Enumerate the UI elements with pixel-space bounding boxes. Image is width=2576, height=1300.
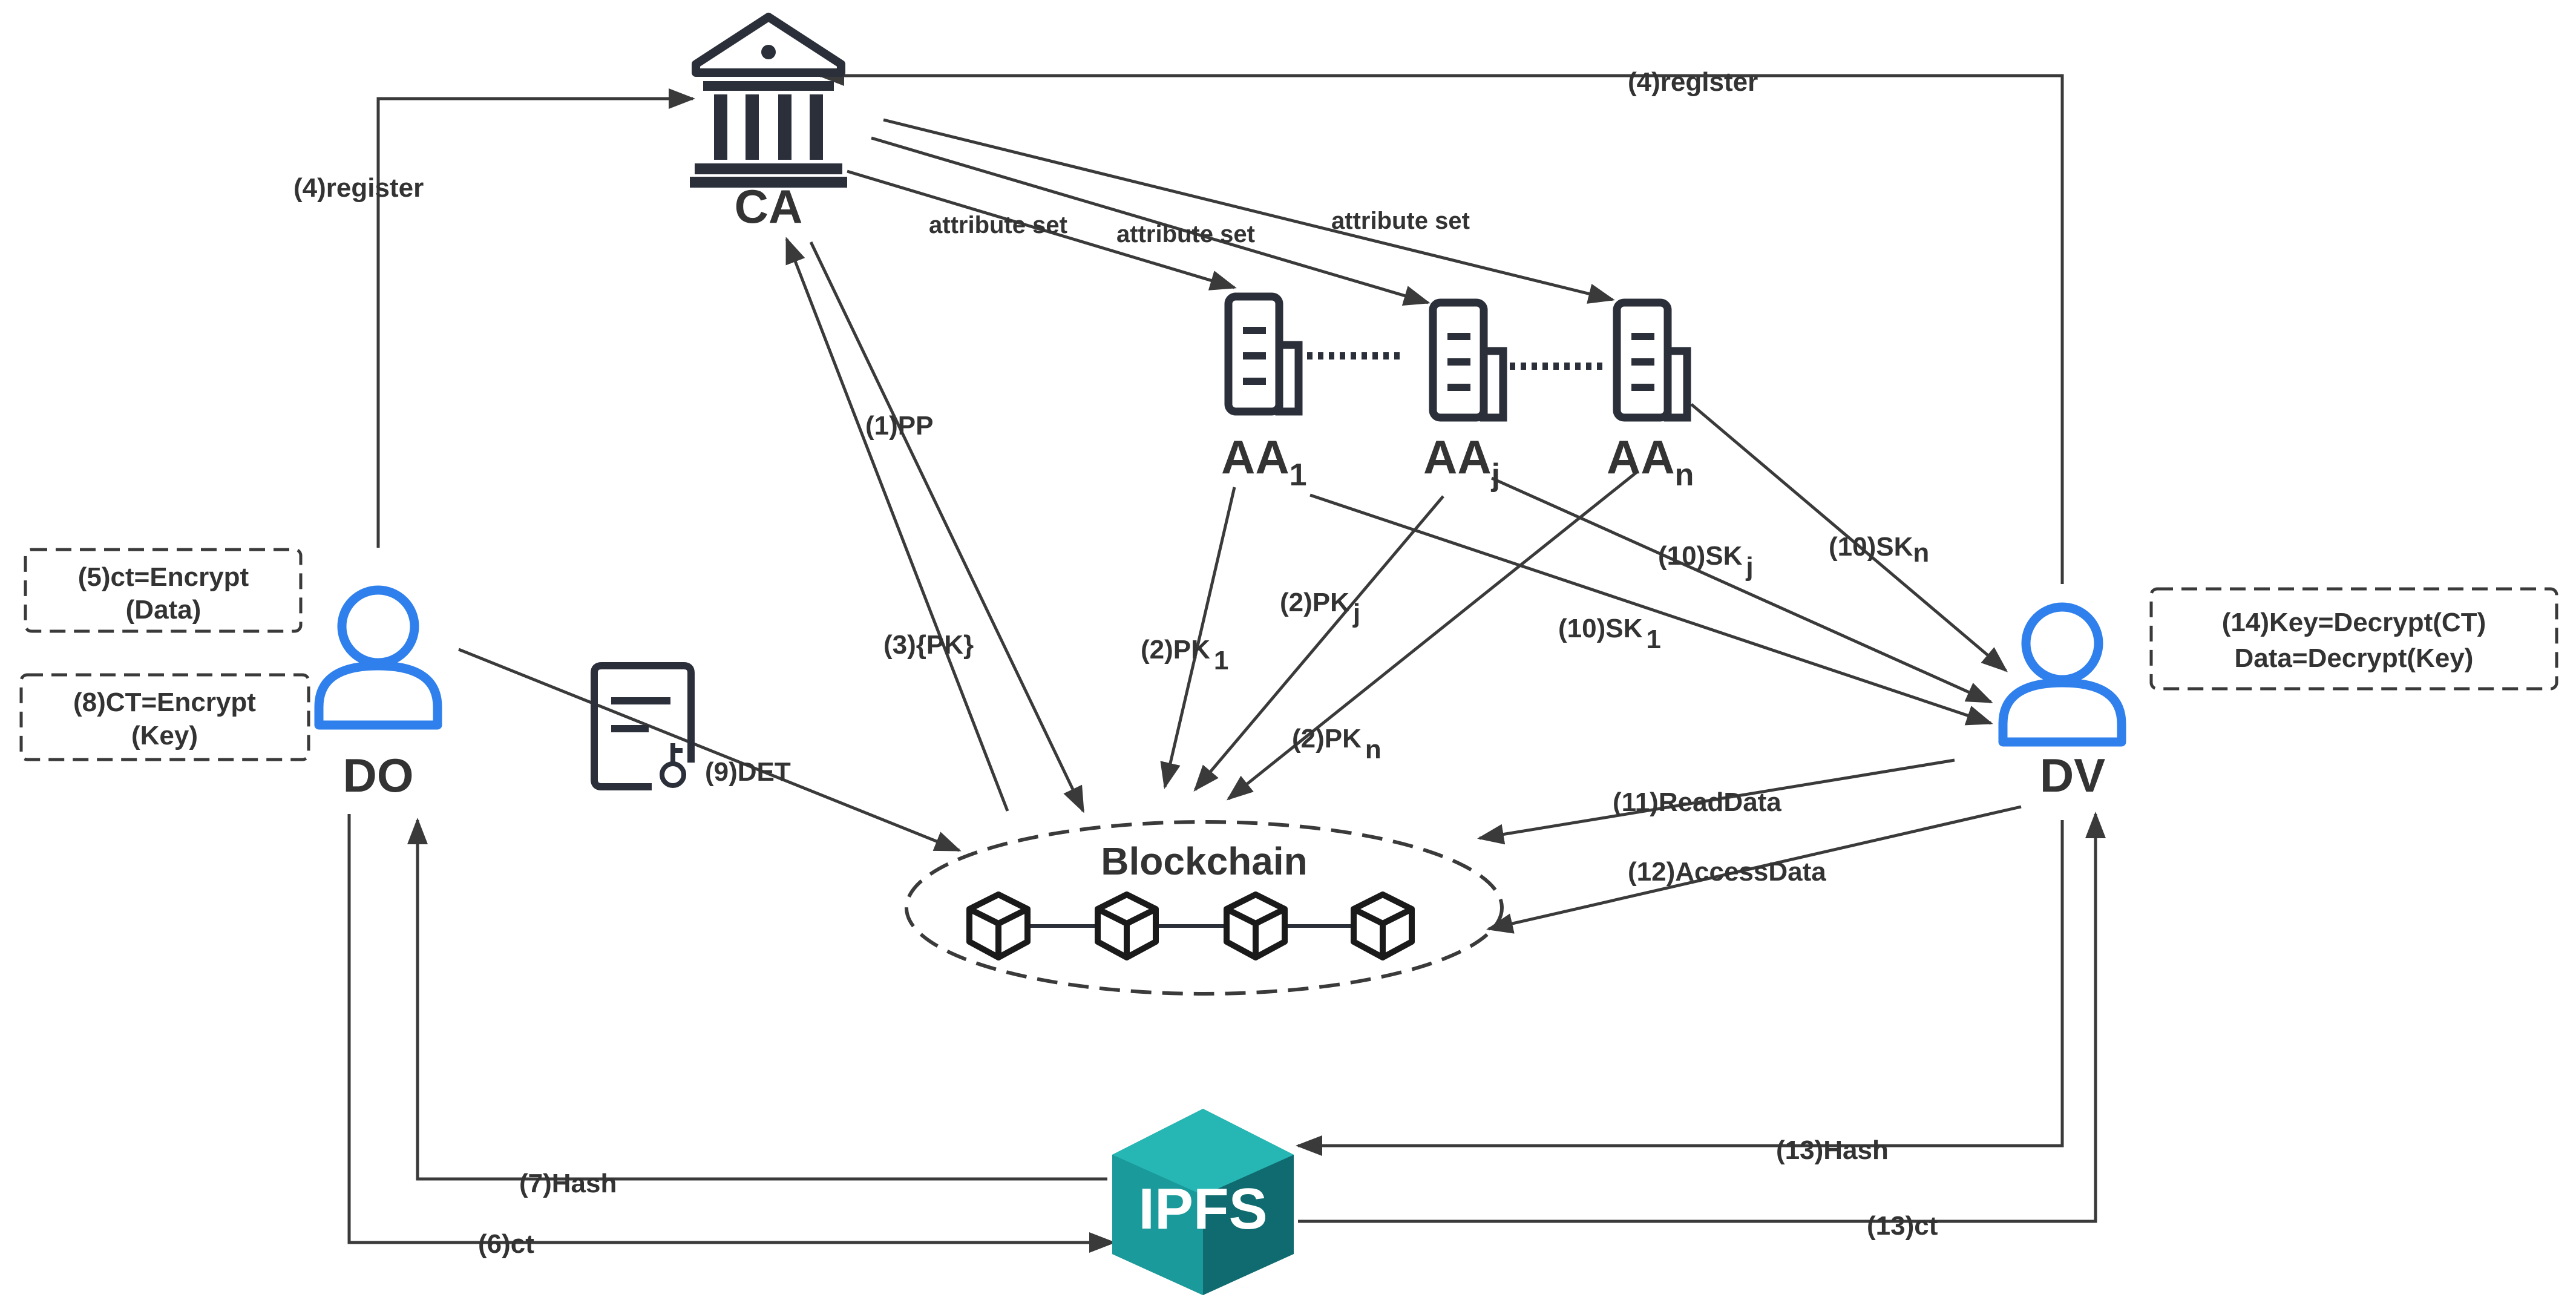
block-2-cube-icon: [1095, 891, 1159, 960]
blockchain-label: Blockchain: [1101, 839, 1307, 883]
label-ct-do: (6)ct: [478, 1229, 534, 1259]
encrypt-key-box: (8)CT=Encrypt (Key): [19, 673, 310, 761]
label-dv-register: (4)register: [1628, 67, 1758, 97]
user-icon: [1998, 602, 2126, 747]
edge-aaj-sk-dv: [1490, 476, 1993, 704]
aa-dotted-links: [1307, 352, 1602, 370]
block-1-cube-icon: [966, 891, 1031, 960]
edge-aaj-pk-blockchain: [1193, 495, 1444, 792]
aa-j-node: AAj: [1423, 298, 1507, 493]
edge-do-register-ca: [376, 88, 695, 548]
edge-ca-attr-aa1: [847, 169, 1237, 291]
encrypt-data-box: (5)ct=Encrypt (Data): [24, 548, 303, 633]
connectors: [347, 65, 2106, 1253]
user-icon: [314, 585, 442, 730]
edge-aan-pk-blockchain: [1226, 471, 1638, 801]
label-attr-set-j: attribute set: [1116, 221, 1255, 248]
aa-j-label: AAj: [1423, 430, 1500, 493]
ipfs-node: IPFS: [1112, 1109, 1294, 1295]
label-do-register: (4)register: [293, 173, 424, 203]
edge-ca-attr-aan: [883, 118, 1615, 304]
ca-node: CA: [690, 13, 847, 233]
label-access-data: (12)AccessData: [1628, 857, 1826, 887]
encrypt-data-line-2: (Data): [126, 595, 202, 625]
dv-label: DV: [2040, 749, 2105, 802]
edge-ca-attr-aaj: [871, 136, 1431, 306]
decrypt-line-2: Data=Decrypt(Key): [2235, 643, 2474, 673]
edge-ca-pp-blockchain: [809, 241, 1085, 813]
label-pk-set: (3){PK}: [883, 630, 974, 660]
encrypt-key-line-1: (8)CT=Encrypt: [73, 688, 256, 717]
server-icon: [1429, 298, 1507, 422]
edge-dv-readdata-blockchain: [1477, 758, 1955, 845]
edge-blockchain-pk-ca: [785, 237, 1009, 812]
edge-aan-sk-dv: [1690, 403, 2008, 672]
block-3-cube-icon: [1224, 891, 1288, 960]
edge-do-ct-ipfs: [347, 814, 1116, 1253]
label-sk-n: (10)SKn: [1829, 532, 1929, 568]
label-pp: (1)PP: [865, 411, 933, 441]
label-attr-set-n: attribute set: [1331, 208, 1470, 234]
edge-do-det-blockchain: [458, 648, 962, 852]
dv-node: DV: [1998, 602, 2126, 802]
edge-dv-accessdata-blockchain: [1486, 805, 2022, 934]
aa-n-node: AAn: [1607, 298, 1694, 493]
label-det: (9)DET: [705, 757, 791, 787]
encrypt-key-line-2: (Key): [131, 721, 198, 750]
server-icon: [1613, 298, 1691, 422]
bank-icon: [690, 13, 847, 188]
ipfs-label: IPFS: [1138, 1177, 1267, 1241]
label-attr-set-1: attribute set: [929, 212, 1067, 238]
edge-ipfs-ct-dv: [1298, 812, 2106, 1223]
edge-labels: (4)register (4)register attribute set at…: [293, 67, 1938, 1259]
aa-1-label: AA1: [1221, 430, 1307, 493]
ca-label: CA: [735, 180, 803, 233]
aa-n-label: AAn: [1607, 430, 1694, 493]
decrypt-line-1: (14)Key=Decrypt(CT): [2222, 608, 2486, 637]
do-node: DO: [314, 585, 442, 802]
block-4-cube-icon: [1351, 891, 1415, 960]
edge-dv-register-ca: [818, 65, 2064, 584]
edge-aa1-sk-dv: [1309, 493, 1993, 726]
edge-ipfs-hash-do: [407, 818, 1107, 1181]
label-hash-dv: (13)Hash: [1776, 1135, 1889, 1165]
label-read-data: (11)ReadData: [1613, 787, 1781, 817]
label-hash-do: (7)Hash: [519, 1169, 617, 1198]
encrypt-data-line-1: (5)ct=Encrypt: [78, 562, 249, 592]
do-label: DO: [343, 749, 414, 802]
contract-icon: [591, 662, 695, 790]
edge-aa1-pk-blockchain: [1160, 487, 1236, 789]
edge-dv-hash-ipfs: [1296, 820, 2064, 1156]
ipfs-logo: [1112, 1109, 1294, 1295]
blockchain-node: Blockchain: [905, 820, 1504, 996]
decrypt-box: (14)Key=Decrypt(CT) Data=Decrypt(Key): [2149, 587, 2558, 691]
aa-1-node: AA1: [1221, 292, 1307, 493]
server-icon: [1224, 292, 1303, 416]
label-ct-dv: (13)ct: [1867, 1211, 1938, 1241]
